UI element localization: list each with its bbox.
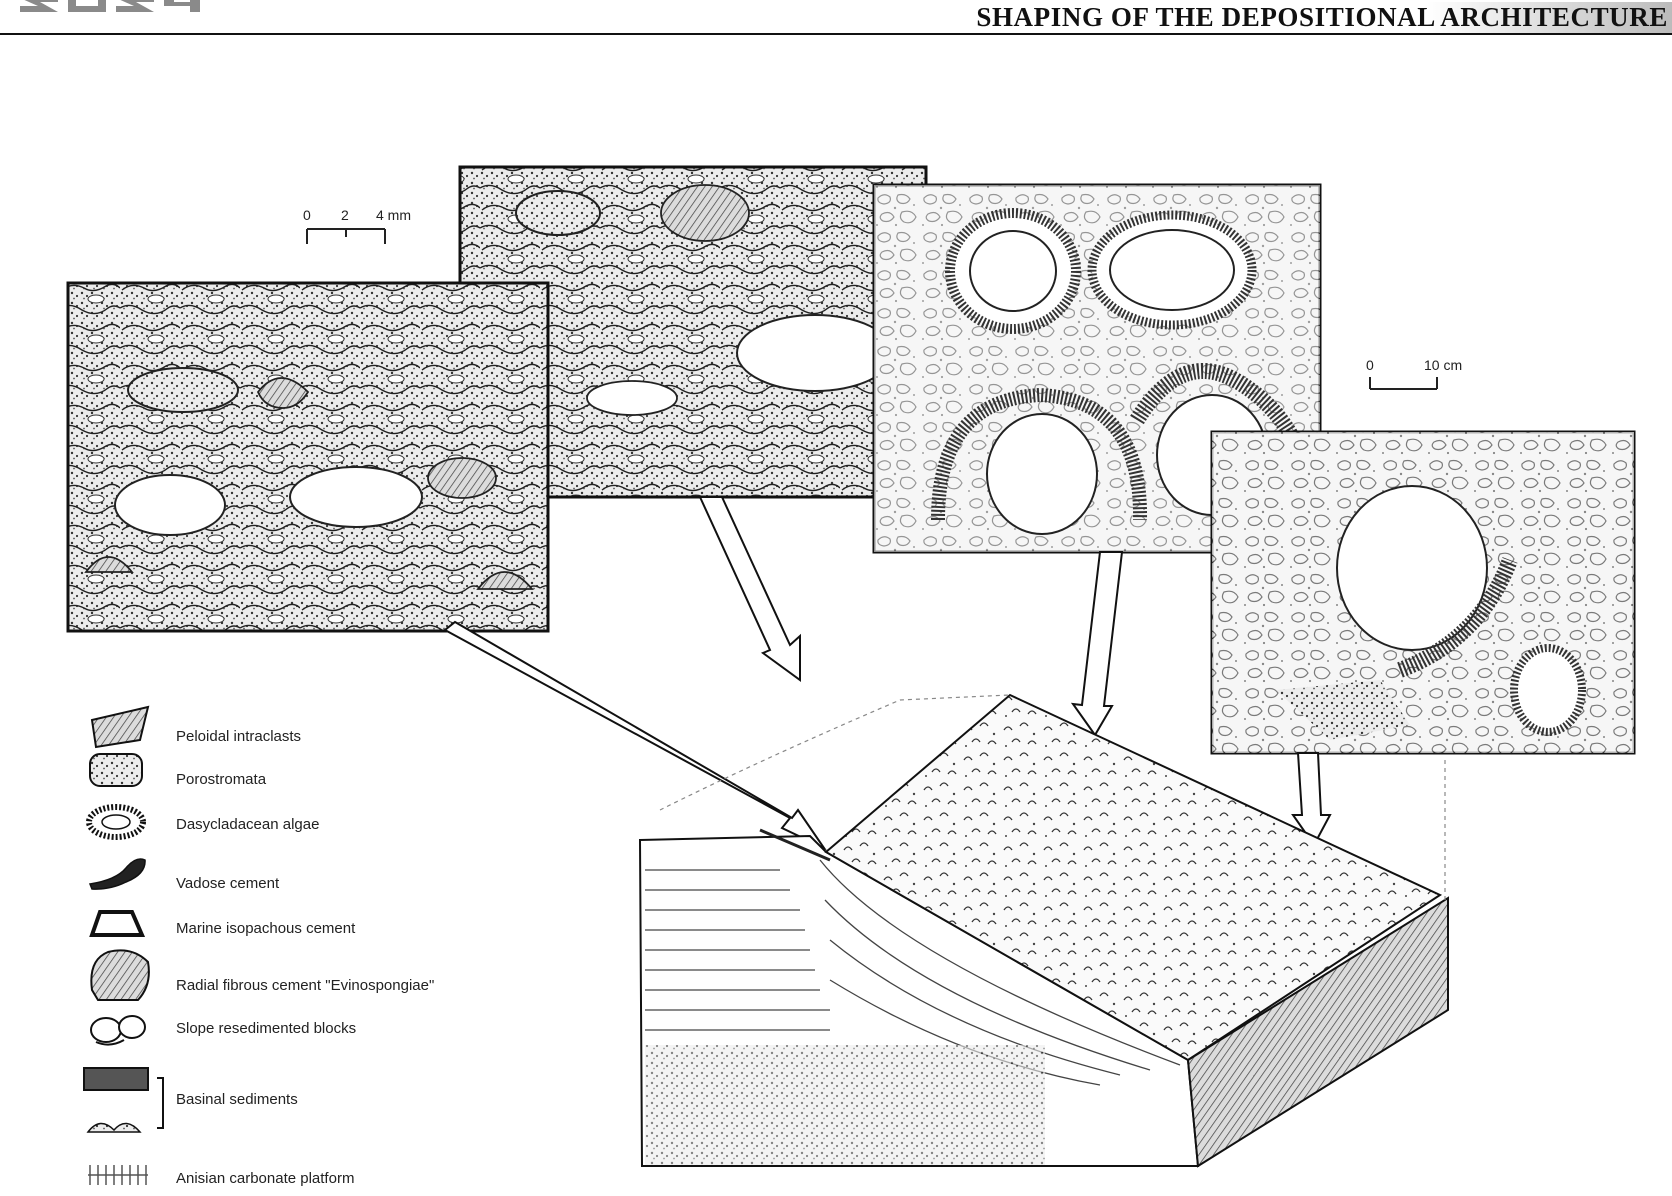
dasycladacean-algae-icon	[86, 804, 146, 840]
basinal-sediments-icon	[83, 1067, 164, 1133]
micro-scale-bar: 0 2 4 mm	[303, 207, 411, 244]
micro-scale-tick-2: 4 mm	[376, 207, 411, 223]
marine-isopachous-cement-icon	[89, 910, 146, 937]
legend: Peloidal intraclasts Porostromata Dasycl…	[83, 705, 434, 1187]
micro-scale-tick-1: 2	[341, 207, 349, 223]
legend-item-basinal-sediments: Basinal sediments	[83, 1067, 298, 1133]
legend-item-radial-fibrous-cement: Radial fibrous cement "Evinospongiae"	[90, 949, 434, 1001]
legend-label: Radial fibrous cement "Evinospongiae"	[176, 977, 434, 994]
porostromata-icon	[89, 753, 143, 787]
legend-item-anisian-platform: Anisian carbonate platform	[88, 1165, 354, 1187]
legend-item-porostromata: Porostromata	[89, 753, 267, 788]
legend-item-peloidal-intraclasts: Peloidal intraclasts	[90, 705, 301, 749]
thin-section-panel-left	[66, 281, 550, 633]
vadose-cement-icon	[88, 858, 146, 890]
legend-label: Slope resedimented blocks	[176, 1020, 356, 1037]
legend-label: Anisian carbonate platform	[176, 1170, 354, 1187]
legend-item-vadose-cement: Vadose cement	[88, 858, 280, 892]
header-logo: 2004	[20, 0, 200, 12]
legend-label: Basinal sediments	[176, 1091, 298, 1108]
legend-label: Peloidal intraclasts	[176, 728, 301, 745]
callout-arrows	[443, 496, 1332, 851]
legend-item-slope-resedimented-blocks: Slope resedimented blocks	[90, 1015, 356, 1046]
header-rule	[0, 33, 1672, 35]
legend-label: Marine isopachous cement	[176, 920, 356, 937]
peloidal-intraclast-icon	[90, 705, 150, 749]
legend-label: Dasycladacean algae	[176, 816, 319, 833]
micro-scale-tick-0: 0	[303, 207, 311, 223]
radial-fibrous-cement-icon	[90, 949, 150, 1001]
cement-panel-blocks	[1210, 430, 1636, 755]
legend-label: Vadose cement	[176, 875, 280, 892]
macro-scale-bar: 0 10 cm	[1366, 357, 1462, 390]
macro-scale-tick-1: 10 cm	[1424, 357, 1462, 373]
legend-item-dasycladacean-algae: Dasycladacean algae	[86, 804, 319, 840]
macro-scale-tick-0: 0	[1366, 357, 1374, 373]
page-header: 2004 SHAPING OF THE DEPOSITIONAL ARCHITE…	[0, 0, 1672, 36]
header-title: SHAPING OF THE DEPOSITIONAL ARCHITECTURE	[856, 2, 1672, 33]
legend-label: Porostromata	[176, 771, 267, 788]
block-diagram	[638, 693, 1449, 1168]
legend-item-marine-isopachous-cement: Marine isopachous cement	[89, 910, 356, 937]
slope-resedimented-blocks-icon	[90, 1015, 146, 1046]
anisian-platform-icon	[88, 1165, 148, 1185]
